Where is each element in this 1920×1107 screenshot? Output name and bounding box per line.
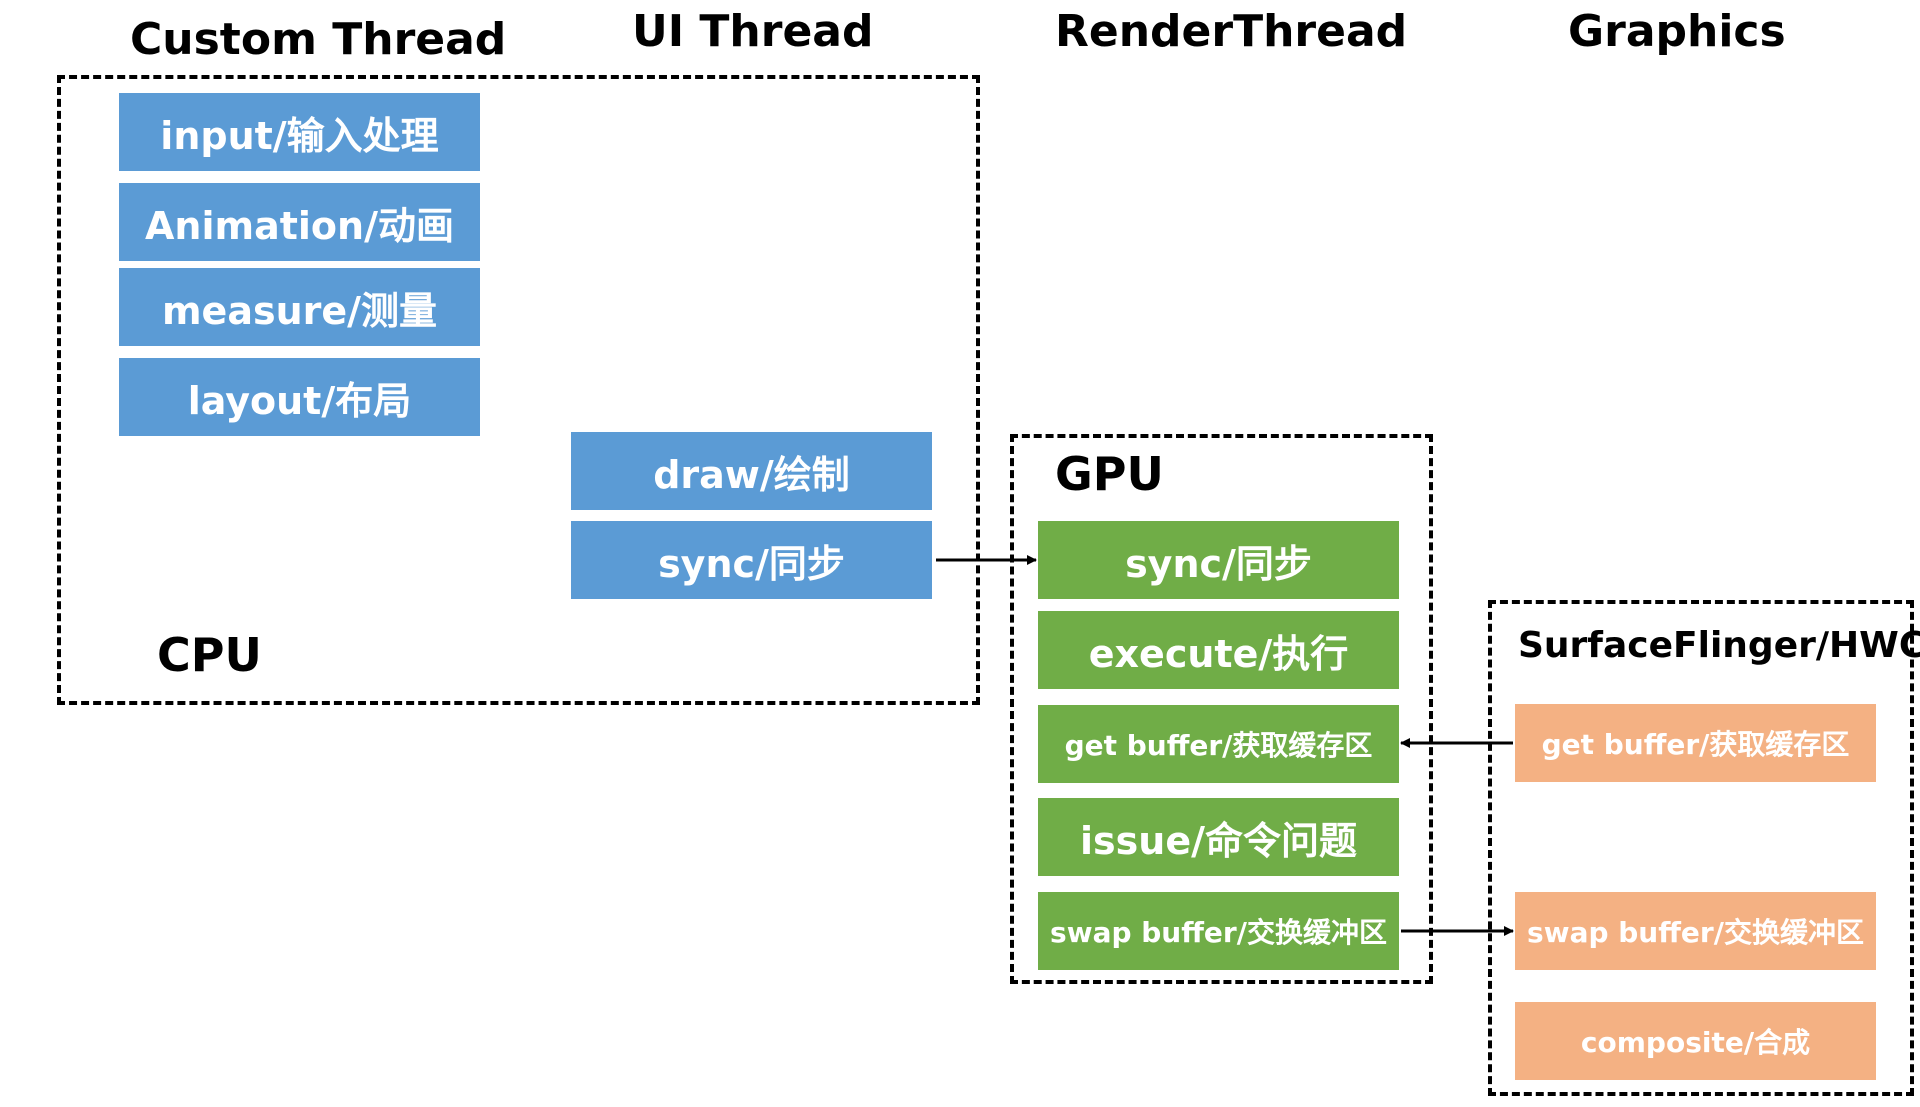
heading-custom-thread: Custom Thread bbox=[130, 14, 507, 65]
step-gpu-sync: sync/同步 bbox=[1038, 521, 1399, 599]
surfaceflinger-label: SurfaceFlinger/HWC bbox=[1518, 625, 1920, 666]
heading-graphics: Graphics bbox=[1568, 6, 1786, 57]
heading-ui-thread: UI Thread bbox=[632, 6, 874, 57]
step-sf-swap-buffer: swap buffer/交换缓冲区 bbox=[1515, 892, 1876, 970]
surfaceflinger-box bbox=[1488, 600, 1914, 1096]
step-execute: execute/执行 bbox=[1038, 611, 1399, 689]
step-issue: issue/命令问题 bbox=[1038, 798, 1399, 876]
step-layout: layout/布局 bbox=[119, 358, 480, 436]
step-measure: measure/测量 bbox=[119, 268, 480, 346]
step-draw: draw/绘制 bbox=[571, 432, 932, 510]
step-animation: Animation/动画 bbox=[119, 183, 480, 261]
step-ui-sync: sync/同步 bbox=[571, 521, 932, 599]
heading-render-thread: RenderThread bbox=[1055, 6, 1408, 57]
step-gpu-get-buffer: get buffer/获取缓存区 bbox=[1038, 705, 1399, 783]
step-sf-get-buffer: get buffer/获取缓存区 bbox=[1515, 704, 1876, 782]
gpu-label: GPU bbox=[1055, 447, 1164, 501]
step-composite: composite/合成 bbox=[1515, 1002, 1876, 1080]
step-input: input/输入处理 bbox=[119, 93, 480, 171]
cpu-box bbox=[57, 75, 980, 705]
step-gpu-swap-buffer: swap buffer/交换缓冲区 bbox=[1038, 892, 1399, 970]
cpu-label: CPU bbox=[157, 628, 262, 682]
gpu-box bbox=[1010, 434, 1433, 984]
